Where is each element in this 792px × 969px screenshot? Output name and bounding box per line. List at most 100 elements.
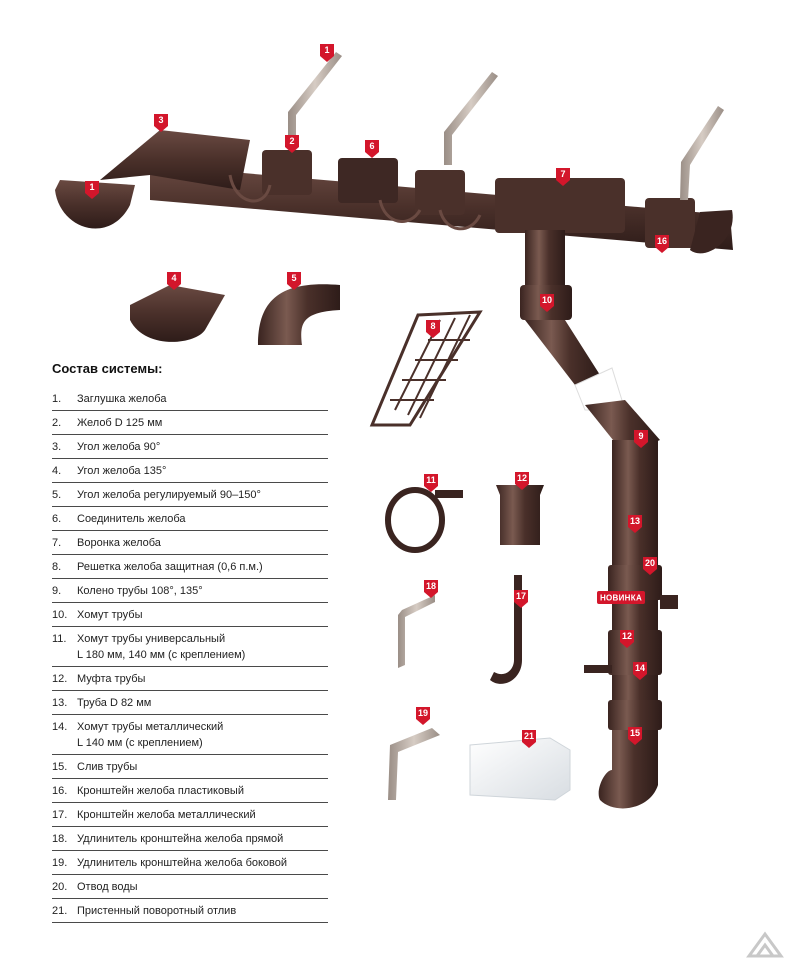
list-item: 4. Угол желоба 135°	[52, 459, 328, 483]
marker-label: 12	[622, 631, 632, 641]
item-number: 10.	[52, 609, 68, 621]
item-text: Хомут трубы	[77, 609, 143, 621]
pipe-drain	[598, 730, 658, 809]
list-item: 16. Кронштейн желоба пластиковый	[52, 779, 328, 803]
list-item: 6. Соединитель желоба	[52, 507, 328, 531]
marker-label: 5	[291, 273, 296, 283]
item-text: Кронштейн желоба металлический	[77, 809, 256, 821]
marker-label: 18	[426, 581, 436, 591]
item-text: Решетка желоба защитная (0,6 п.м.)	[77, 561, 263, 573]
item-text: Хомут трубы универсальный L 180 мм, 140 …	[77, 633, 246, 661]
item-number: 21.	[52, 905, 68, 917]
list-title: Состав системы:	[52, 361, 163, 376]
wall-outlet	[469, 737, 571, 801]
marker-label: 7	[560, 169, 565, 179]
item-text: Угол желоба 135°	[77, 465, 167, 477]
list-item: 18. Удлинитель кронштейна желоба прямой	[52, 827, 328, 851]
item-text: Соединитель желоба	[77, 513, 186, 525]
marker-tag: 8	[426, 320, 440, 338]
item-text: Кронштейн желоба пластиковый	[77, 785, 244, 797]
item-text: Угол желоба регулируемый 90–150°	[77, 489, 261, 501]
marker-tag: 4	[167, 272, 181, 290]
watermark-logo	[746, 931, 784, 958]
marker-label: 12	[517, 473, 527, 483]
item-number: 7.	[52, 537, 62, 549]
marker-label: 2	[289, 136, 294, 146]
item-number: 20.	[52, 881, 68, 893]
list-item: 8.Решетка желоба защитная (0,6 п.м.)	[52, 555, 328, 579]
gutter-guard-mesh	[369, 310, 483, 427]
marker-tag: 18	[424, 580, 438, 598]
list-item: 1.Заглушка желоба	[52, 387, 328, 411]
item-number: 6.	[52, 513, 62, 525]
marker-label: 8	[430, 321, 435, 331]
list-item: 5. Угол желоба регулируемый 90–150°	[52, 483, 328, 507]
parts-list: 1.Заглушка желоба 2. Желоб D 125 мм 3. Уго…	[52, 387, 328, 923]
marker-tag: 1	[320, 44, 334, 62]
item-text: Желоб D 125 мм	[77, 417, 163, 429]
marker-label: 4	[171, 273, 176, 283]
marker-tag: 12	[515, 472, 529, 490]
gutter-connector	[338, 158, 398, 203]
marker-tag: 20	[643, 557, 657, 575]
marker-tag: 21	[522, 730, 536, 748]
gutter-corner-90	[100, 130, 250, 190]
item-number: 13.	[52, 697, 68, 709]
marker-tag: 7	[556, 168, 570, 186]
item-text: Хомут трубы металлический L 140 мм (с кр…	[77, 721, 224, 749]
side-extender	[388, 728, 440, 800]
marker-tag: 13	[628, 515, 642, 533]
marker-tag: 6	[365, 140, 379, 158]
marker-label: 1	[324, 45, 329, 55]
item-text: Удлинитель кронштейна желоба прямой	[77, 833, 284, 845]
pipe-coupling-part	[496, 485, 544, 545]
marker-label: 16	[657, 236, 667, 246]
list-item: 20. Отвод воды	[52, 875, 328, 899]
item-text: Удлинитель кронштейна желоба боковой	[77, 857, 288, 869]
item-number: 11.	[52, 633, 67, 645]
marker-label: 1	[89, 182, 94, 192]
item-number: 16.	[52, 785, 68, 797]
marker-tags: 1 3 2 6 7 1 16 4	[85, 44, 669, 748]
pipe-elbow	[612, 440, 658, 490]
item-number: 18.	[52, 833, 68, 845]
marker-tag: 10	[540, 294, 554, 312]
marker-label: 21	[524, 731, 534, 741]
marker-label: 19	[418, 708, 428, 718]
marker-label: 13	[630, 516, 640, 526]
marker-label: 3	[158, 115, 163, 125]
marker-label: 6	[369, 141, 374, 151]
new-badge-label: НОВИНКА	[600, 594, 642, 603]
list-item: 11. Хомут трубы универсальный L 180 мм, 1…	[52, 627, 328, 667]
item-number: 2.	[52, 417, 62, 429]
item-number: 3.	[52, 441, 62, 453]
item-number: 19.	[52, 857, 68, 869]
item-text: Колено трубы 108°, 135°	[77, 585, 203, 597]
marker-tag: 12	[620, 630, 634, 648]
item-number: 5.	[52, 489, 62, 501]
list-item: 10. Хомут трубы	[52, 603, 328, 627]
item-text: Слив трубы	[77, 761, 138, 773]
downpipe-assembly	[520, 230, 678, 809]
marker-tag: 2	[285, 135, 299, 153]
item-text: Отвод воды	[77, 881, 138, 893]
universal-pipe-clamp	[385, 487, 463, 553]
list-item: 2. Желоб D 125 мм	[52, 411, 328, 435]
straight-extender	[398, 595, 435, 668]
marker-label: 10	[542, 295, 552, 305]
list-item: 12.Муфта трубы	[52, 667, 328, 691]
item-text: Труба D 82 мм	[77, 697, 152, 709]
marker-label: 14	[635, 663, 645, 673]
marker-tag: 1	[85, 181, 99, 199]
gutter-corner-135	[130, 285, 225, 342]
marker-label: 17	[516, 591, 526, 601]
item-text: Муфта трубы	[77, 673, 146, 685]
item-number: 4.	[52, 465, 62, 477]
list-item: 19. Удлинитель кронштейна желоба боковой	[52, 851, 328, 875]
marker-label: 20	[645, 558, 655, 568]
marker-label: 15	[630, 728, 640, 738]
list-item: 13. Труба D 82 мм	[52, 691, 328, 715]
gutter-funnel	[495, 178, 625, 233]
gutter-part-2	[262, 150, 312, 195]
list-item: 7.Воронка желоба	[52, 531, 328, 555]
